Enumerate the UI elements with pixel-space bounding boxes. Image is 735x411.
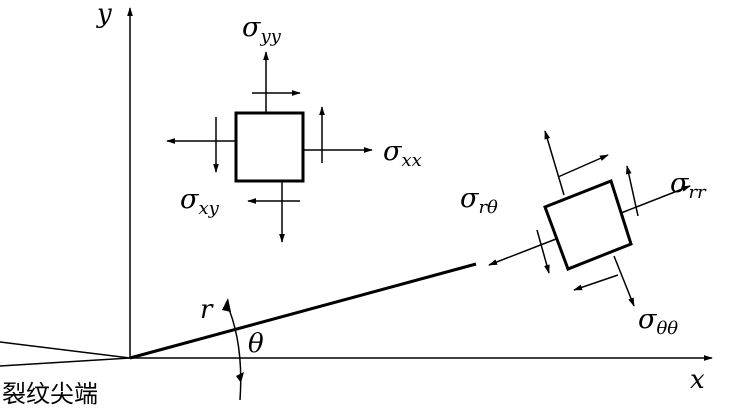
r-label: r [200,295,214,325]
sigma-xx-label: σxx [383,136,422,171]
y-axis-label: y [96,0,112,29]
crack-tip-label: 裂纹尖端 [2,380,98,408]
sigma-rtheta-label: σrθ [460,183,498,218]
sigma-xy-subscript: xy [198,198,219,219]
sigma-rr-subscript: rr [688,182,707,203]
sigma-thetatheta-subscript: θθ [656,318,678,339]
sigma-thetatheta-symbol: σ [638,304,658,335]
sigma-yy-label: σyy [242,12,282,47]
cartesian-stress-element [166,51,373,243]
sigma-xx-subscript: xx [401,150,421,171]
theta-label: θ [248,329,264,359]
sigma-rtheta-symbol: σ [460,183,480,214]
crack-wedge [0,341,131,367]
sigma-rr-symbol: σ [670,168,690,199]
sigma-yy-symbol: σ [242,12,262,43]
sigma-xx-symbol: σ [383,136,403,167]
sigma-rtheta-subscript: rθ [478,197,498,218]
sigma-yy-subscript: yy [259,26,281,47]
sigma-rr-label: σrr [670,168,707,203]
polar-stress-element [488,130,691,307]
radial-line [129,262,477,360]
theta-arc [222,298,244,401]
sigma-xy-label: σxy [180,184,220,219]
x-axis-label: x [690,365,705,395]
sigma-xy-symbol: σ [180,184,200,215]
sigma-thetatheta-label: σθθ [638,304,678,339]
